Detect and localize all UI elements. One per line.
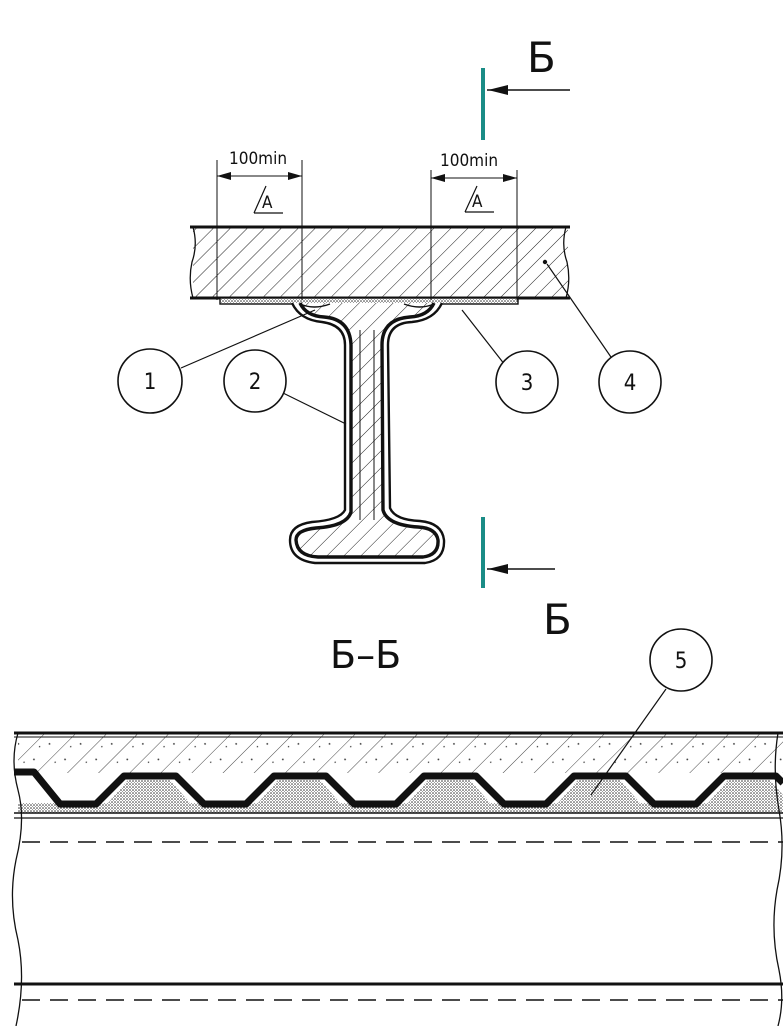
rail-beam [288,302,446,565]
dimension-label-left: 100min [229,149,287,169]
callout-4-number: 4 [624,371,637,396]
callout-5: 5 [590,628,713,796]
callout-4: 4 [546,263,662,414]
dimension-right: 100min A [430,151,518,300]
deck-slab [189,225,570,300]
callout-1: 1 [117,309,316,414]
dimension-left: 100min A [216,149,303,300]
weld-symbol-left: A [262,193,273,213]
weld-symbol-right: A [472,192,483,212]
callout-5-number: 5 [675,649,688,674]
section-mark-top: Б [481,33,570,140]
callout-3: 3 [461,309,559,414]
section-letter-top: Б [527,33,556,82]
fillet-welds [299,303,435,308]
callout-3-number: 3 [521,371,534,396]
section-letter-bottom: Б [543,595,572,644]
section-title: Б–Б [330,633,401,677]
fill-pockets [108,780,783,803]
dimension-label-right: 100min [440,151,498,171]
callout-2-number: 2 [249,370,262,395]
section-view [11,731,783,1026]
section-mark-bottom: Б [481,517,572,644]
callout-1-number: 1 [144,370,157,395]
callout-2: 2 [223,349,347,425]
